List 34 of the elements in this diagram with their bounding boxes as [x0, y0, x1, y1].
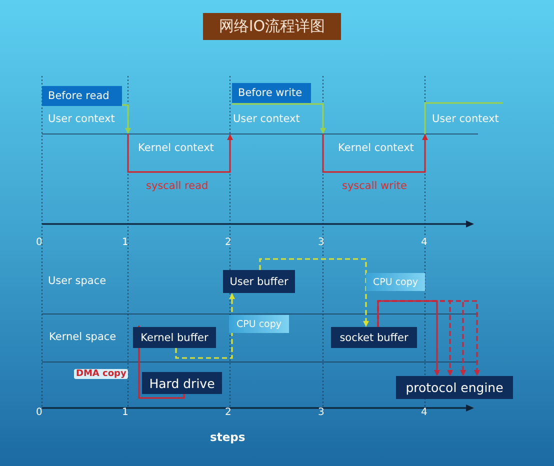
region-label: Kernel space [49, 331, 116, 343]
region-label: User context [48, 113, 115, 125]
buffer-box: User buffer [223, 270, 295, 293]
tick-label: 3 [318, 407, 324, 418]
region-label: User context [233, 113, 300, 125]
tick-label: 0 [36, 407, 42, 418]
tick-label: 0 [36, 237, 42, 248]
tick-label: 3 [318, 237, 324, 248]
tick-label: 4 [421, 237, 428, 248]
arrow [175, 293, 235, 359]
arrow [377, 300, 440, 376]
region-label: Kernel context [138, 142, 214, 154]
region-label: Kernel context [338, 142, 414, 154]
buffer-box: socket buffer [331, 327, 417, 348]
label-tag: Before write [232, 83, 311, 103]
copy-tag: CPU copy [229, 315, 289, 333]
region-label: User space [48, 275, 106, 287]
tick-label: 1 [122, 237, 128, 248]
tick-label: 4 [421, 407, 428, 418]
tick-label: 2 [225, 407, 232, 418]
syscall-label: syscall read [146, 180, 208, 192]
device-box: protocol engine [396, 376, 513, 399]
syscall-label: syscall write [342, 180, 407, 192]
region-label: User context [432, 113, 499, 125]
arrow [259, 258, 369, 327]
buffer-box: Kernel buffer [133, 327, 216, 348]
copy-tag: CPU copy [366, 273, 425, 291]
label-tag: Before read [42, 86, 122, 106]
axis-title: steps [210, 430, 246, 444]
tick-label: 1 [122, 407, 128, 418]
edge-label: DMA copy [74, 369, 128, 379]
tick-label: 2 [225, 237, 232, 248]
title-banner: 网络IO流程详图 [203, 13, 341, 40]
device-box: Hard drive [142, 372, 222, 394]
